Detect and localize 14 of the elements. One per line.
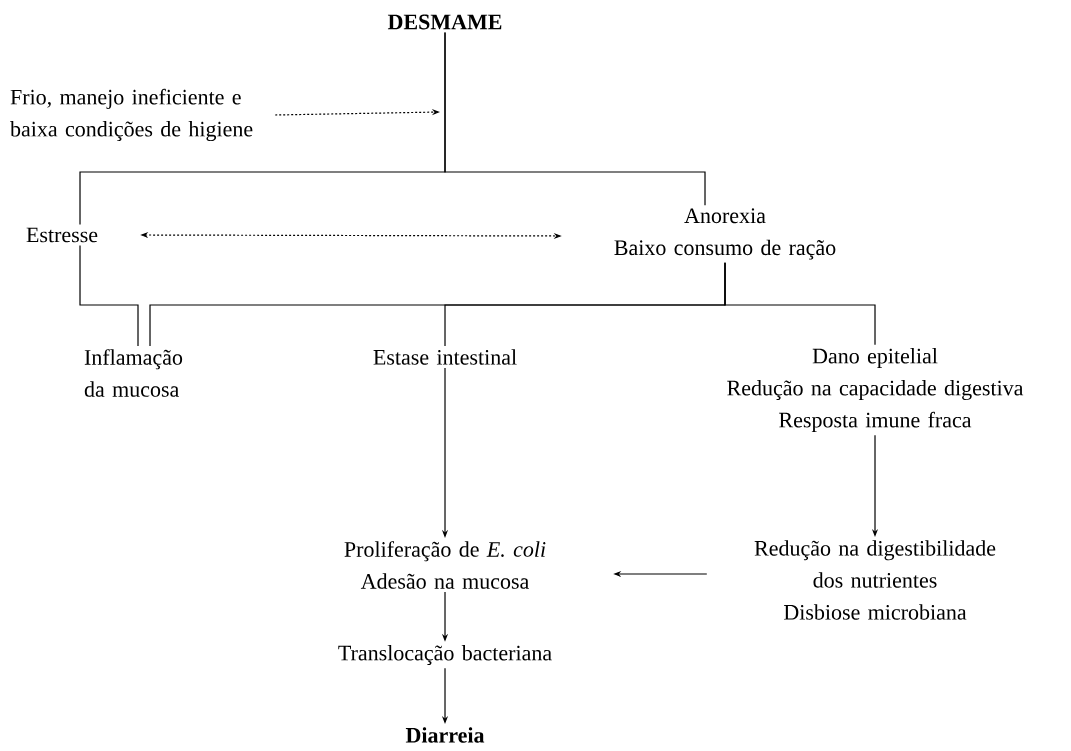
connector-line [444,32,706,206]
effect-text: Anorexia Baixo consumo de ração [614,208,836,260]
heading-text: DESMAME [387,14,502,30]
effect-text: Inflamação da mucosa [84,349,183,397]
effect-text: Dano epitelial Redução na capacidade digestiva Resposta imune fraca [727,348,1024,432]
connector-line [724,262,876,346]
effect-text: Redução na digestibilidade dos nutrientes Disbiose microbiana [754,540,996,620]
effect-text: Proliferação de E. coli Adesão na mucosa [344,541,546,589]
outcome-text: Diarreia [405,727,485,743]
effect-text: Estresse [26,227,98,243]
effect-text: Translocação bacteriana [338,645,552,665]
connector-line [79,244,139,347]
cause-text: Frio, manejo ineficiente e baixa condições de higiene [10,88,253,142]
effect-text: Estase intestinal [373,349,517,365]
